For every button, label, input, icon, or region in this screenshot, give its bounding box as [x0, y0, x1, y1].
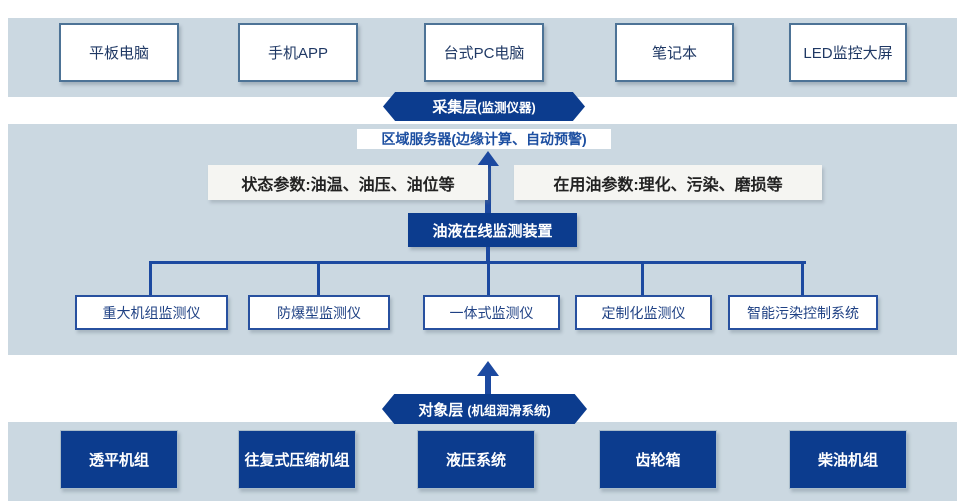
equipment-box-gearbox: 齿轮箱: [599, 430, 717, 489]
central-device-box: 油液在线监测装置: [408, 213, 577, 247]
equipment-box-diesel-unit: 柴油机组: [789, 430, 907, 489]
terminal-box-desktop-pc: 台式PC电脑: [424, 23, 544, 82]
terminal-box-led-screen: LED监控大屏: [789, 23, 907, 82]
connector-horizontal: [149, 261, 806, 264]
terminal-box-tablet: 平板电脑: [59, 23, 179, 82]
terminal-box-laptop: 笔记本: [615, 23, 734, 82]
object-layer-subtitle: (机组润滑系统): [467, 403, 551, 418]
collection-layer-subtitle: (监测仪器): [477, 101, 536, 115]
object-layer-banner: 对象层(机组润滑系统): [382, 394, 587, 424]
connector-stub: [486, 247, 490, 263]
monitor-box-customized: 定制化监测仪: [575, 295, 712, 330]
monitor-box-smart-pollution-control: 智能污染控制系统: [728, 295, 878, 330]
monitor-box-explosion-proof: 防爆型监测仪: [248, 295, 390, 330]
monitor-box-all-in-one: 一体式监测仪: [423, 295, 560, 330]
connector-drop-5: [801, 261, 804, 295]
object-layer-title: 对象层: [418, 401, 464, 419]
status-params-label: 状态参数:油温、油压、油位等: [208, 165, 488, 200]
collection-layer-title: 采集层: [432, 99, 478, 116]
equipment-box-turbine: 透平机组: [60, 430, 178, 489]
up-arrow-bottom-shaft: [485, 375, 491, 394]
up-arrow-bottom-head-icon: [477, 361, 499, 376]
oil-params-label: 在用油参数:理化、污染、磨损等: [514, 165, 822, 200]
connector-drop-2: [317, 261, 320, 295]
terminal-box-phone-app: 手机APP: [238, 23, 358, 82]
equipment-box-hydraulic-system: 液压系统: [417, 430, 535, 489]
connector-drop-1: [149, 261, 152, 295]
connector-drop-4: [641, 261, 644, 295]
monitor-box-major-unit: 重大机组监测仪: [75, 295, 228, 330]
collection-layer-banner: 采集层(监测仪器): [383, 92, 585, 121]
connector-drop-3: [487, 261, 490, 295]
up-arrow-top-head-icon: [477, 151, 499, 166]
up-arrow-top-shaft: [485, 165, 491, 213]
equipment-box-reciprocating-compressor: 往复式压缩机组: [238, 430, 356, 489]
regional-server-bar: 区域服务器(边缘计算、自动预警): [357, 129, 611, 149]
